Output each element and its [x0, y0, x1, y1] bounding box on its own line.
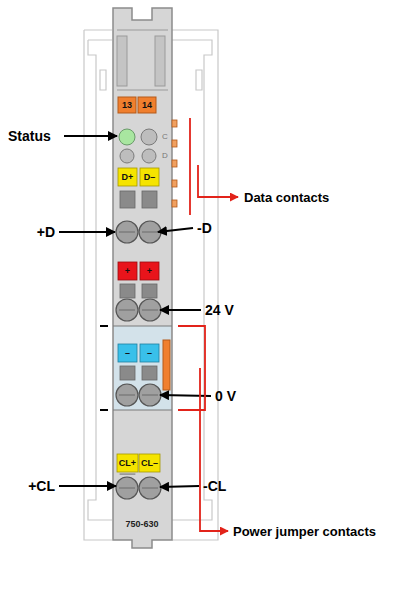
terminal-marker	[118, 344, 137, 362]
neighbour-outline	[84, 30, 218, 540]
terminal-marker	[140, 344, 159, 362]
callout-label: +CL	[28, 479, 55, 493]
housing-groove	[117, 30, 168, 90]
status-led	[119, 129, 135, 145]
callout-label: +D	[37, 225, 55, 239]
status-led	[120, 149, 134, 163]
status-led	[142, 149, 156, 163]
clamp-terminal	[116, 221, 161, 499]
signal-name: D–	[144, 173, 156, 182]
power-section	[114, 326, 171, 410]
section-line	[113, 326, 172, 410]
signal-name: CL+	[119, 459, 136, 468]
terminal-marker	[117, 454, 138, 472]
callout-label: -D	[197, 221, 212, 235]
marker-number: 14	[142, 101, 152, 110]
callout-label: Power jumper contacts	[233, 525, 376, 538]
callout-label: Data contacts	[244, 191, 329, 204]
polarity-mark: –	[147, 349, 152, 358]
data-contact	[172, 120, 177, 207]
terminal-marker	[140, 262, 159, 280]
bracket	[178, 118, 238, 531]
latch	[117, 36, 127, 86]
power-jumper-contact	[163, 340, 170, 390]
terminal-marker	[140, 168, 159, 186]
part-number: 750-630	[125, 520, 158, 529]
polarity-mark: –	[125, 349, 130, 358]
callout-label: 0 V	[215, 389, 236, 403]
terminal-marker	[118, 168, 137, 186]
signal-name: D+	[122, 173, 134, 182]
section-mark	[100, 326, 108, 410]
polarity-mark: +	[147, 267, 152, 276]
polarity-mark: +	[125, 267, 130, 276]
signal-name: CL–	[141, 459, 158, 468]
callout-label: Status	[8, 129, 51, 143]
module-housing	[113, 8, 172, 548]
terminal-marker	[139, 454, 160, 472]
callout-label: 24 V	[205, 303, 234, 317]
callout-label: -CL	[203, 479, 226, 493]
led-letter: D	[162, 152, 168, 160]
marker-tab	[118, 97, 136, 113]
status-led	[141, 129, 157, 145]
clamp-detail	[119, 232, 158, 488]
marker-number: 13	[122, 101, 132, 110]
marker-tab	[138, 97, 156, 113]
led-letter: C	[162, 133, 168, 141]
leader-arrow	[59, 136, 211, 487]
terminal-marker	[118, 262, 137, 280]
latch	[155, 36, 165, 86]
